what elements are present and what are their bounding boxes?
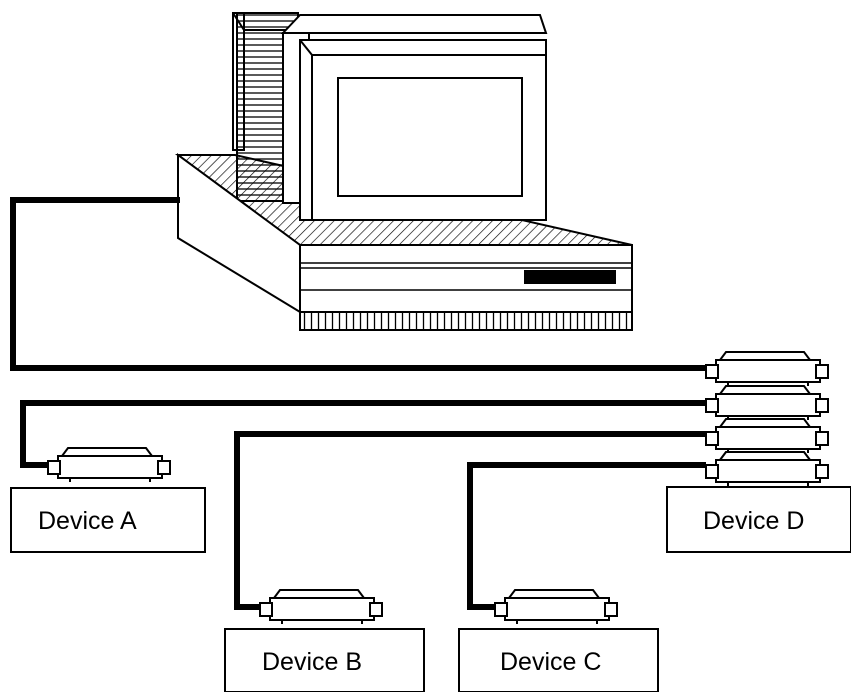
cable-device-a <box>20 400 706 468</box>
cable-device-b <box>234 431 706 610</box>
monitor-screen <box>337 77 523 197</box>
device-b-label: Device B <box>262 648 362 676</box>
device-c-label: Device C <box>500 648 601 676</box>
device-d-label: Device D <box>703 507 804 535</box>
bus-cables <box>10 197 706 610</box>
device-box <box>666 486 851 553</box>
device-box <box>10 487 206 553</box>
disk-drive-slot <box>524 270 616 284</box>
device-c: Device C <box>458 589 659 693</box>
device-a-label: Device A <box>38 507 137 535</box>
device-b: Device B <box>224 589 425 693</box>
device-a: Device A <box>10 447 206 553</box>
device-box <box>458 628 659 693</box>
gpib-connector-icon <box>494 589 618 625</box>
device-box <box>224 628 425 693</box>
gpib-connector-icon <box>47 447 171 483</box>
cable-device-c <box>467 462 706 610</box>
desktop-computer-icon <box>174 12 633 331</box>
device-d: Device D <box>666 451 851 553</box>
cable-computer-to-stack <box>10 197 706 371</box>
gpib-connector-icon <box>259 589 383 625</box>
